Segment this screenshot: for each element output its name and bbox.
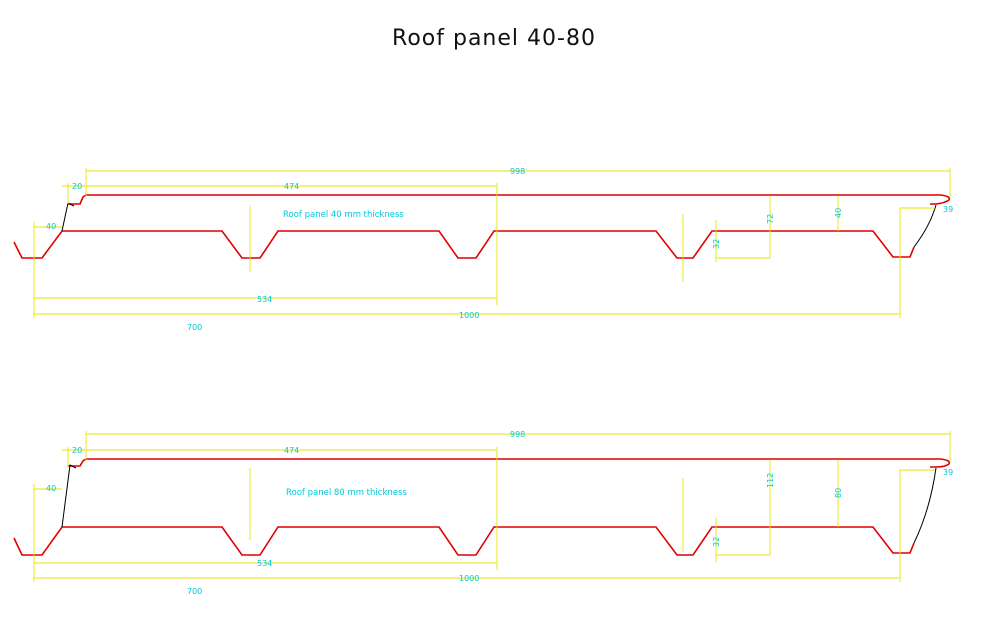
right-edge-stroke	[913, 467, 937, 544]
drawing-title: Roof panel 40-80	[392, 26, 596, 51]
dim-998: 998	[510, 430, 525, 439]
dim-20: 20	[72, 446, 82, 455]
right-edge-stroke	[913, 204, 937, 248]
dim-534: 534	[257, 559, 272, 568]
dim-40-core: 40	[834, 208, 843, 218]
dim-32: 32	[712, 537, 721, 547]
dim-534: 534	[257, 295, 272, 304]
dim-474: 474	[284, 446, 299, 455]
dim-700: 700	[187, 323, 202, 332]
dim-40-edge: 40	[46, 222, 56, 231]
dim-39: 39	[943, 205, 953, 214]
panel-80: 998 20 474 40 Roof panel 80 mm thickness…	[13, 430, 953, 596]
panel-note: Roof panel 40 mm thickness	[283, 210, 404, 220]
bottom-sheet-profile	[13, 526, 915, 556]
bottom-sheet-profile	[13, 230, 915, 259]
left-edge-stroke	[61, 202, 75, 232]
top-sheet-profile	[68, 458, 951, 468]
dim-700: 700	[187, 587, 202, 596]
dim-40-edge: 40	[46, 484, 56, 493]
dim-1000: 1000	[459, 574, 479, 583]
dim-998: 998	[510, 167, 525, 176]
dim-39: 39	[943, 468, 953, 477]
panel-note: Roof panel 80 mm thickness	[286, 488, 407, 498]
top-sheet-profile	[68, 194, 951, 205]
dim-112: 112	[766, 473, 775, 488]
dim-72: 72	[766, 214, 775, 224]
dimension-lines	[33, 431, 951, 582]
dim-80-core: 80	[834, 488, 843, 498]
dim-32: 32	[712, 239, 721, 249]
left-edge-stroke	[61, 464, 77, 528]
panel-40: 998 20 474 40 Roof panel 40 mm thickness…	[13, 167, 953, 332]
dim-20: 20	[72, 182, 82, 191]
dim-1000: 1000	[459, 311, 479, 320]
dim-474: 474	[284, 182, 299, 191]
dimension-lines	[33, 168, 951, 318]
